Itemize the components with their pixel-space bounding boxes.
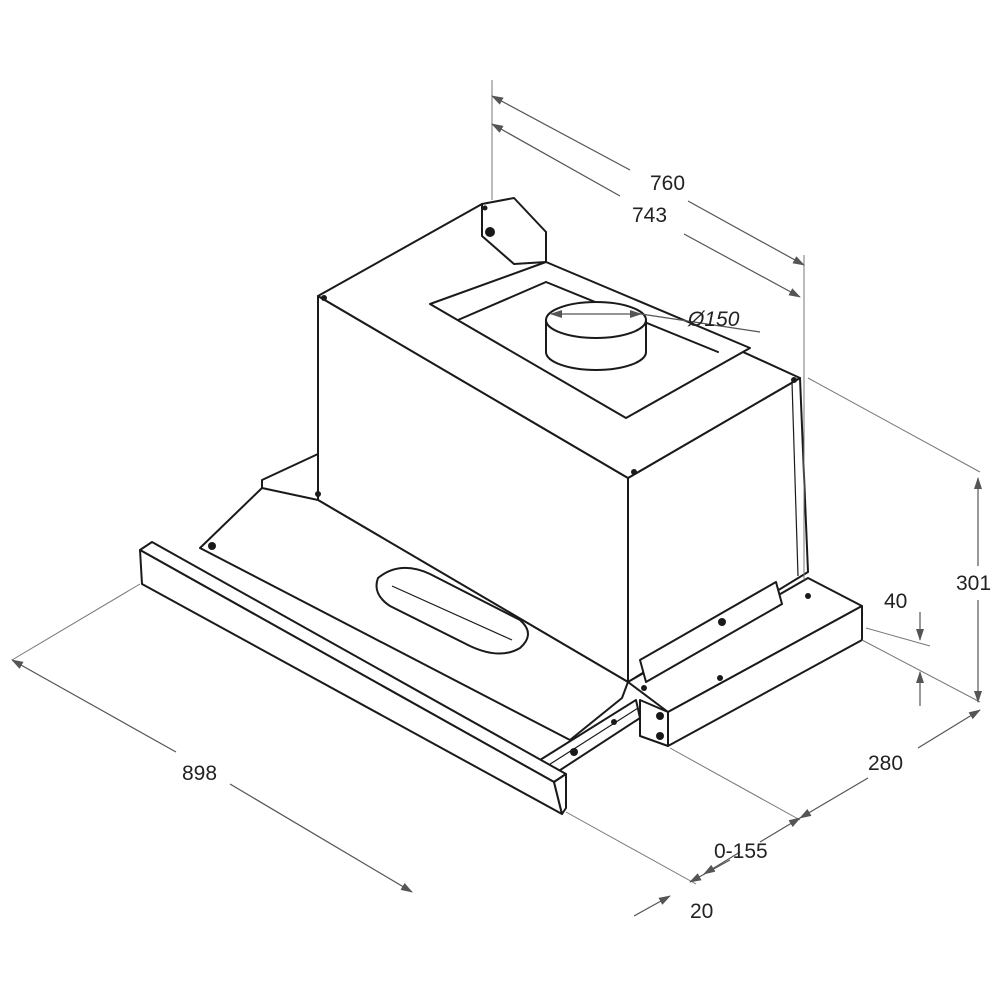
mounting-rail	[639, 581, 783, 683]
dimension-lines	[11, 80, 982, 917]
dim-label-760: 760	[650, 172, 685, 195]
handle-recess	[375, 567, 529, 655]
lower-chassis	[199, 453, 863, 779]
front-visor	[139, 541, 567, 815]
duct-collar	[545, 301, 647, 371]
dim-label-extension: 0-155	[714, 840, 768, 863]
dim-label-40: 40	[884, 590, 907, 613]
dim-label-280: 280	[868, 752, 903, 775]
dim-label-743: 743	[632, 204, 667, 227]
dim-label-duct-diameter: Ø150	[687, 308, 740, 331]
visor-end	[553, 773, 567, 815]
dim-label-898: 898	[182, 762, 217, 785]
dim-label-301: 301	[956, 572, 991, 595]
dim-label-20: 20	[690, 900, 713, 923]
screw-dots	[208, 205, 811, 756]
